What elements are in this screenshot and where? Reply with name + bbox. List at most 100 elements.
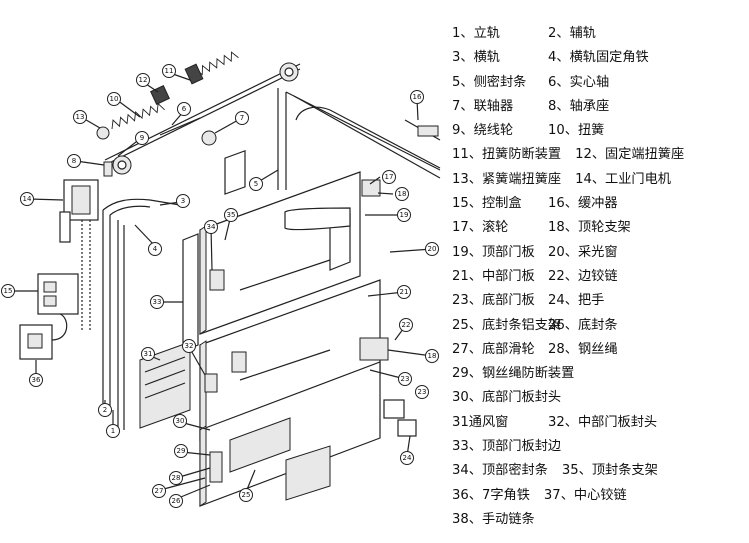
svg-text:30: 30 (176, 417, 185, 425)
legend-item: 16、缓冲器 (548, 196, 618, 212)
svg-text:24: 24 (403, 454, 412, 462)
svg-text:14: 14 (23, 195, 32, 203)
callout-20: 20 (425, 242, 439, 256)
svg-text:18: 18 (398, 190, 407, 198)
svg-text:6: 6 (182, 105, 187, 113)
callout-4: 4 (148, 242, 162, 256)
svg-text:26: 26 (172, 497, 181, 505)
legend-item: 5、侧密封条 (452, 74, 527, 90)
callout-32: 32 (182, 339, 196, 353)
legend-item: 30、底部门板封头 (452, 390, 562, 406)
legend-item: 20、采光窗 (548, 244, 618, 260)
callout-17: 17 (382, 170, 396, 184)
legend-item: 37、中心铰链 (543, 487, 627, 503)
svg-text:11: 11 (165, 67, 174, 75)
svg-text:22: 22 (402, 321, 411, 329)
svg-text:20: 20 (428, 245, 437, 253)
legend-item: 27、底部滑轮 (452, 341, 535, 357)
legend-item: 25、底封条铝支架 (452, 317, 562, 333)
svg-text:2: 2 (103, 406, 107, 414)
callout-30: 30 (173, 414, 187, 428)
svg-text:29: 29 (177, 447, 186, 455)
callout-21: 21 (397, 285, 411, 299)
legend-item: 34、顶部密封条 (452, 463, 548, 479)
legend-item: 33、顶部门板封边 (452, 439, 562, 455)
legend-item: 26、底封条 (548, 317, 618, 333)
callout-3: 3 (176, 194, 190, 208)
svg-text:34: 34 (207, 223, 216, 231)
legend-row: 31通风窗 32、中部门板封头 (452, 411, 749, 435)
callout-1: 1 (106, 424, 120, 438)
svg-text:3: 3 (181, 197, 185, 205)
callout-31: 31 (141, 347, 155, 361)
legend-item: 3、横轨 (452, 50, 500, 66)
svg-text:35: 35 (227, 211, 236, 219)
legend-row: 38、手动链条 (452, 508, 749, 532)
legend-item: 32、中部门板封头 (548, 414, 658, 430)
svg-text:28: 28 (172, 474, 181, 482)
legend-row: 29、钢丝绳防断装置 (452, 362, 749, 386)
legend-item: 8、轴承座 (548, 98, 610, 114)
callout-18: 18 (395, 187, 409, 201)
svg-text:33: 33 (153, 298, 162, 306)
svg-text:13: 13 (76, 113, 85, 121)
legend-item: 22、边铰链 (548, 268, 618, 284)
legend-item: 6、实心轴 (548, 74, 610, 90)
legend-item: 12、固定端扭簧座 (575, 147, 685, 163)
callout-33: 33 (150, 295, 164, 309)
motor-and-controls (19, 179, 99, 360)
callout-27: 27 (152, 484, 166, 498)
legend-row: 30、底部门板封头 (452, 386, 749, 410)
legend-row: 5、侧密封条 6、实心轴 (452, 71, 749, 95)
legend-item: 11、扭簧防断装置 (452, 147, 562, 163)
legend-item: 38、手动链条 (452, 511, 535, 527)
callout-35: 35 (224, 208, 238, 222)
callout-25: 25 (239, 488, 253, 502)
legend-item: 23、底部门板 (452, 293, 535, 309)
legend-item: 31通风窗 (452, 414, 509, 430)
spring-shaft-assembly (96, 51, 301, 177)
callout-14: 14 (20, 192, 34, 206)
callout-11: 11 (162, 64, 176, 78)
svg-text:15: 15 (4, 287, 13, 295)
callout-26: 26 (169, 494, 183, 508)
svg-text:19: 19 (400, 211, 409, 219)
callout-7: 7 (235, 111, 249, 125)
legend-item: 17、滚轮 (452, 220, 509, 236)
legend-item: 4、横轨固定角铁 (548, 50, 649, 66)
callout-5: 5 (249, 177, 263, 191)
legend-item: 13、紧簧端扭簧座 (452, 171, 562, 187)
callout-29: 29 (174, 444, 188, 458)
svg-text:23: 23 (418, 388, 427, 396)
legend-item: 35、顶封条支架 (561, 463, 658, 479)
svg-text:27: 27 (155, 487, 164, 495)
legend-row: 34、顶部密封条 35、顶封条支架 (452, 459, 749, 483)
legend-item: 1、立轨 (452, 26, 500, 41)
side-parts (139, 179, 417, 501)
callout-8: 8 (67, 154, 81, 168)
svg-text:36: 36 (32, 376, 41, 384)
svg-text:23: 23 (401, 375, 410, 383)
legend-item: 28、钢丝绳 (548, 341, 618, 357)
svg-text:16: 16 (413, 93, 422, 101)
callout-10: 10 (107, 92, 121, 106)
callout-24: 24 (400, 451, 414, 465)
callout-12: 12 (136, 73, 150, 87)
svg-text:32: 32 (185, 342, 194, 350)
callout-22: 22 (399, 318, 413, 332)
svg-text:4: 4 (153, 245, 158, 253)
legend-item: 21、中部门板 (452, 268, 535, 284)
callout-9: 9 (135, 131, 149, 145)
legend-row: 33、顶部门板封边 (452, 435, 749, 459)
callout-34: 34 (204, 220, 218, 234)
svg-text:17: 17 (385, 173, 394, 181)
callout-6: 6 (177, 102, 191, 116)
callout-36: 36 (29, 373, 43, 387)
